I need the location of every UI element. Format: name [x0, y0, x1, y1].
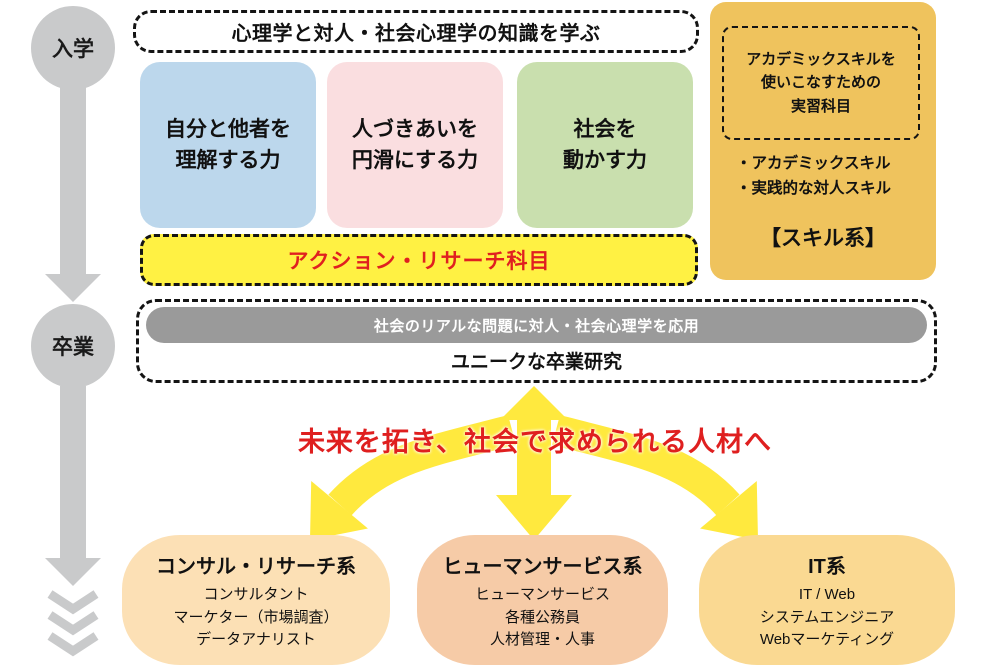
career-item: システムエンジニア [759, 608, 895, 626]
timeline-chevron-2 [47, 611, 99, 636]
center-down-arrowhead [496, 495, 572, 540]
timeline-end-label: 卒業 [52, 336, 94, 359]
knowledge-banner-label: 心理学と対人・社会心理学の知識を学ぶ [231, 23, 601, 45]
career-item: コンサルタント [203, 586, 309, 603]
skill-practicum-line: アカデミックスキルを [746, 51, 896, 69]
timeline-bar-top [60, 82, 86, 276]
skill-bullet: ・アカデミックスキル [736, 155, 891, 172]
left-arrow-ribbon [328, 415, 516, 516]
ability-line: 動かす力 [563, 149, 647, 172]
skill-practicum-box: アカデミックスキルを 使いこなすための 実習科目 [722, 26, 920, 140]
skill-bullet: ・実践的な対人スキル [736, 179, 892, 197]
ability-line: 理解する力 [175, 149, 281, 172]
graduation-research-banner: 社会のリアルな問題に対人・社会心理学を応用 [146, 307, 927, 343]
headline-text: 未来を拓き、社会で求められる人材へ [297, 427, 773, 457]
left-down-arrowhead [310, 480, 368, 540]
career-bubble-it: IT系 IT / Web システムエンジニア Webマーケティング [699, 535, 955, 665]
career-bubble-consulting: コンサル・リサーチ系 コンサルタント マーケター（市場調査） データアナリスト [122, 535, 390, 665]
career-items: IT / Web システムエンジニア Webマーケティング [760, 584, 895, 652]
timeline-arrowhead-2 [45, 558, 101, 586]
knowledge-banner: 心理学と対人・社会心理学の知識を学ぶ [133, 10, 699, 53]
career-title: コンサル・リサーチ系 [156, 556, 356, 578]
ability-box-self-others: 自分と他者を 理解する力 [140, 62, 316, 228]
timeline-chevron-3 [47, 632, 99, 657]
ability-box-relationships: 人づきあいを 円滑にする力 [327, 62, 503, 228]
up-arrowhead [500, 386, 568, 420]
graduation-research-banner-label: 社会のリアルな問題に対人・社会心理学を応用 [373, 317, 700, 335]
timeline-chevron-1 [47, 590, 99, 615]
action-research-label: アクション・リサーチ科目 [287, 250, 551, 273]
graduation-research-title: ユニークな卒業研究 [450, 352, 622, 373]
career-item: マーケター（市場調査） [173, 608, 339, 626]
career-items: ヒューマンサービス 各種公務員 人材管理・人事 [475, 584, 610, 652]
skill-practicum-line: 使いこなすための [760, 74, 881, 92]
timeline-arrowhead-1 [45, 274, 101, 302]
center-arrow-trunk [517, 414, 551, 498]
career-item: データアナリスト [196, 631, 316, 648]
timeline-end-circle: 卒業 [31, 304, 115, 388]
timeline-start-circle: 入学 [31, 6, 115, 90]
timeline-start-label: 入学 [52, 38, 94, 61]
career-item: 人材管理・人事 [489, 631, 595, 648]
graduation-research-box: 社会のリアルな問題に対人・社会心理学を応用 ユニークな卒業研究 [136, 299, 937, 383]
career-item: Webマーケティング [759, 631, 895, 648]
skill-practicum-line: 実習科目 [790, 97, 851, 115]
skill-bullet-list: ・アカデミックスキル ・実践的な対人スキル [736, 152, 891, 202]
ability-line: 自分と他者を [165, 117, 291, 141]
ability-line: 社会を [573, 117, 637, 141]
career-item: ヒューマンサービス [474, 586, 610, 603]
ability-box-society: 社会を 動かす力 [517, 62, 693, 228]
career-title: IT系 [808, 556, 846, 578]
career-items: コンサルタント マーケター（市場調査） データアナリスト [173, 584, 338, 652]
ability-line: 人づきあいを [352, 117, 478, 141]
right-down-arrowhead [700, 480, 758, 540]
right-arrow-ribbon [552, 415, 740, 516]
career-title: ヒューマンサービス系 [442, 556, 643, 578]
ability-line: 円滑にする力 [351, 149, 479, 172]
skill-panel: アカデミックスキルを 使いこなすための 実習科目 ・アカデミックスキル ・実践的… [710, 2, 936, 280]
career-item: IT / Web [798, 586, 856, 603]
career-item: 各種公務員 [504, 608, 580, 626]
timeline-bar-bottom [60, 386, 86, 560]
career-bubble-human-services: ヒューマンサービス系 ヒューマンサービス 各種公務員 人材管理・人事 [417, 535, 668, 665]
action-research-box: アクション・リサーチ科目 [140, 234, 698, 286]
skill-panel-caption: 【スキル系】 [760, 227, 886, 250]
